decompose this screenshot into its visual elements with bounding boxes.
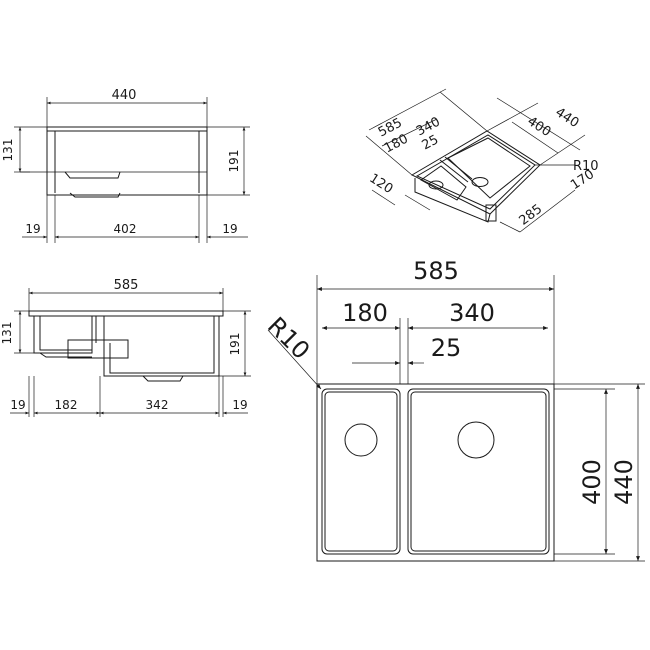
iso-ext <box>439 91 488 132</box>
dim-width-label: 440 <box>112 88 137 103</box>
sink-profile <box>46 126 208 196</box>
iso-dim-line <box>496 97 581 151</box>
dim-height-left-label: 131 <box>1 139 15 162</box>
iso-depth-120-label: 120 <box>366 171 395 197</box>
front-small-bowl-width-label: 182 <box>55 398 78 412</box>
plan-drain-small <box>344 423 378 457</box>
iso-sink-side <box>414 178 491 223</box>
front-drain-large <box>142 375 184 382</box>
iso-divider <box>439 159 469 183</box>
front-width-label: 585 <box>114 278 139 293</box>
plan-bowl-depth-label: 400 <box>578 459 606 505</box>
plan-large-bowl-inner <box>410 391 547 552</box>
plan-overall-width-label: 585 <box>413 257 459 285</box>
iso-ext <box>404 194 431 211</box>
plan-radius-leader <box>267 329 322 390</box>
plan-overall-depth-label: 440 <box>610 459 638 505</box>
plan-small-bowl <box>321 388 401 555</box>
drain-outline <box>64 171 121 179</box>
iso-small-bowl <box>420 165 467 201</box>
iso-dim-line <box>519 189 576 233</box>
front-margin-right-label: 19 <box>232 398 247 412</box>
plan-sink-outer <box>316 383 555 562</box>
front-height-left-label: 131 <box>0 322 14 345</box>
iso-dim-line <box>381 118 438 147</box>
front-small-bowl <box>33 316 93 354</box>
iso-ext <box>499 221 521 233</box>
plan-small-bowl-inner <box>324 391 398 552</box>
front-height-right-label: 191 <box>228 333 242 356</box>
front-view-diagram: 585 131 191 19 182 34 <box>0 278 251 417</box>
iso-dim-line <box>371 189 396 206</box>
front-large-bowl <box>103 316 220 377</box>
dim-margin-left-label: 19 <box>25 222 40 236</box>
iso-ext <box>365 135 413 176</box>
iso-overflow <box>485 204 497 222</box>
front-large-bowl-inner <box>109 316 215 374</box>
front-small-bowl-inner <box>39 316 92 351</box>
iso-depth-overall-label: 440 <box>552 105 581 131</box>
dim-height-right-label: 191 <box>227 150 241 173</box>
iso-divider-label: 25 <box>420 132 442 153</box>
drain-outline-lower <box>69 192 121 198</box>
plan-divider-label: 25 <box>431 334 462 362</box>
iso-ext <box>486 102 539 132</box>
iso-offset-285-label: 285 <box>516 202 545 229</box>
plan-view-diagram: 585 180 340 25 R10 400 440 <box>262 257 645 562</box>
side-view-diagram: 440 131 191 19 402 19 <box>1 88 250 243</box>
dim-margin-right-label: 19 <box>222 222 237 236</box>
iso-drain-small <box>428 180 444 190</box>
front-margin-left-label: 19 <box>10 398 25 412</box>
front-large-bowl-width-label: 342 <box>146 398 169 412</box>
iso-drain-large <box>471 177 489 187</box>
iso-dim-line <box>511 121 559 154</box>
iso-ext <box>539 134 586 166</box>
iso-large-bowl <box>447 137 531 199</box>
iso-radius-label: R10 <box>573 159 599 174</box>
front-overflow <box>67 339 129 359</box>
plan-small-bowl-label: 180 <box>342 299 388 327</box>
dim-inner-width-label: 402 <box>114 222 137 236</box>
plan-large-bowl <box>407 388 550 555</box>
front-rim <box>28 310 224 317</box>
plan-drain-large <box>457 421 495 459</box>
plan-radius-label: R10 <box>262 312 315 365</box>
isometric-view-diagram: 585 180 340 25 440 400 R10 170 120 285 <box>365 88 599 233</box>
front-drain-small <box>39 352 92 358</box>
iso-dim-line <box>368 88 447 131</box>
plan-large-bowl-label: 340 <box>449 299 495 327</box>
